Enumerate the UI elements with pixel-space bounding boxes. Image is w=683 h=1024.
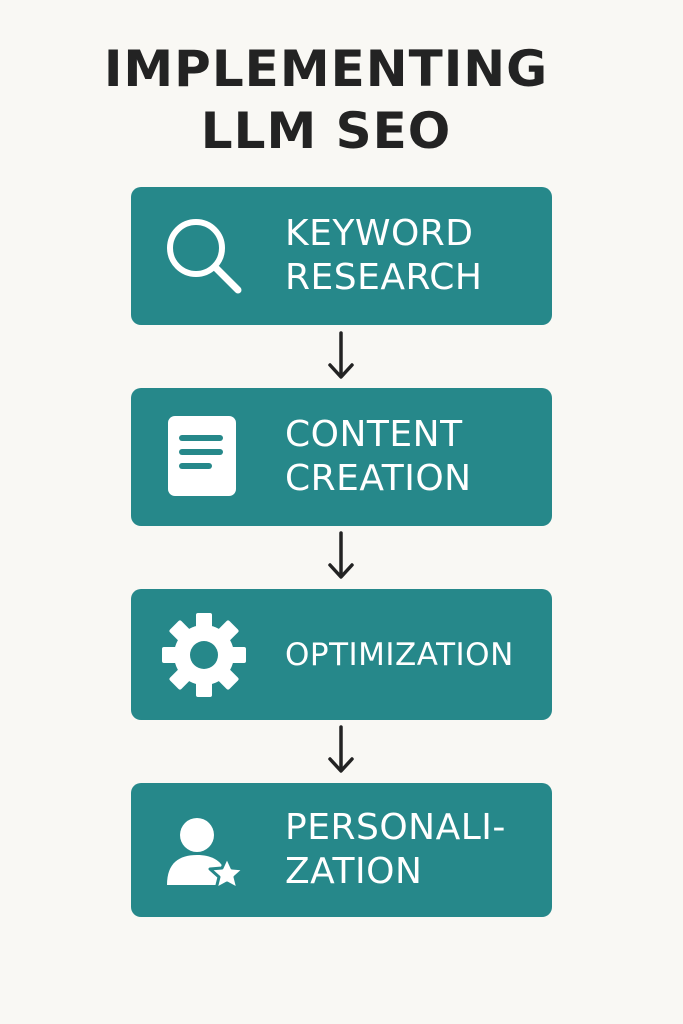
step-label-line-1: OPTIMIZATION (285, 636, 514, 673)
document-icon (159, 412, 249, 502)
user-star-icon (159, 805, 249, 895)
step-label: KEYWORD RESEARCH (285, 212, 482, 300)
title-line-1: IMPLEMENTING (103, 40, 549, 98)
step-label-line-1: PERSONALI- (285, 807, 506, 848)
arrow-down-icon (328, 531, 354, 579)
gear-icon (159, 610, 249, 700)
step-label: PERSONALI- ZATION (285, 806, 506, 894)
step-label-line-2: RESEARCH (285, 257, 483, 298)
step-personalization: PERSONALI- ZATION (131, 783, 552, 917)
step-label-line-2: CREATION (285, 458, 472, 499)
diagram-title: IMPLEMENTING LLM SEO (0, 38, 652, 162)
step-optimization: OPTIMIZATION (131, 589, 552, 720)
step-label: CONTENT CREATION (285, 413, 472, 501)
step-label-line-1: KEYWORD (285, 213, 474, 254)
search-icon (159, 211, 249, 301)
step-label: OPTIMIZATION (285, 633, 514, 677)
title-line-2: LLM SEO (200, 102, 452, 160)
step-keyword-research: KEYWORD RESEARCH (131, 187, 552, 325)
arrow-down-icon (328, 331, 354, 379)
step-content-creation: CONTENT CREATION (131, 388, 552, 526)
arrow-down-icon (328, 725, 354, 773)
step-label-line-1: CONTENT (285, 414, 463, 455)
step-label-line-2: ZATION (285, 851, 423, 892)
